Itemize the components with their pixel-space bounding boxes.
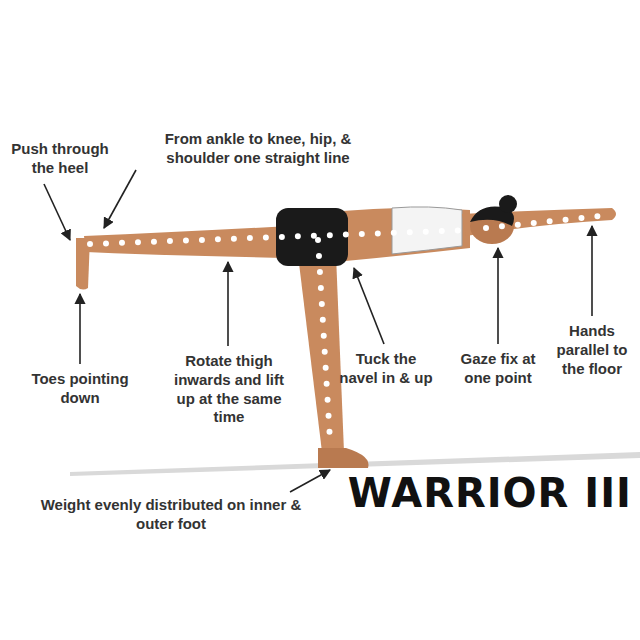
standing-leg — [298, 255, 344, 452]
hair-bun — [499, 195, 517, 213]
annotation-label: Tuck the navel in & up — [338, 350, 434, 388]
annotation-label: Hands parallel to the floor — [548, 322, 636, 378]
annotation-label: Gaze fix at one point — [450, 350, 546, 388]
annotation-label: Rotate thigh inwards and lift up at the … — [166, 352, 292, 427]
annotation-label: From ankle to knee, hip, & shoulder one … — [140, 130, 376, 168]
leader-line — [227, 262, 229, 346]
alignment-dots — [90, 230, 470, 244]
leader-line — [79, 294, 81, 364]
leader-line — [290, 470, 330, 492]
leader-line — [104, 170, 136, 228]
annotation-label: Weight evenly distributed on inner & out… — [40, 496, 302, 534]
annotation-label: Push through the heel — [4, 140, 116, 178]
pose-title: WARRIOR III — [348, 470, 632, 516]
annotation-label: Toes pointing down — [20, 370, 140, 408]
leader-line — [44, 184, 70, 240]
alignment-dots — [486, 216, 600, 228]
leader-line — [354, 268, 384, 344]
standing-foot — [318, 448, 369, 468]
leader-line — [591, 226, 593, 316]
alignment-dots — [318, 240, 330, 440]
leader-line — [497, 248, 499, 344]
